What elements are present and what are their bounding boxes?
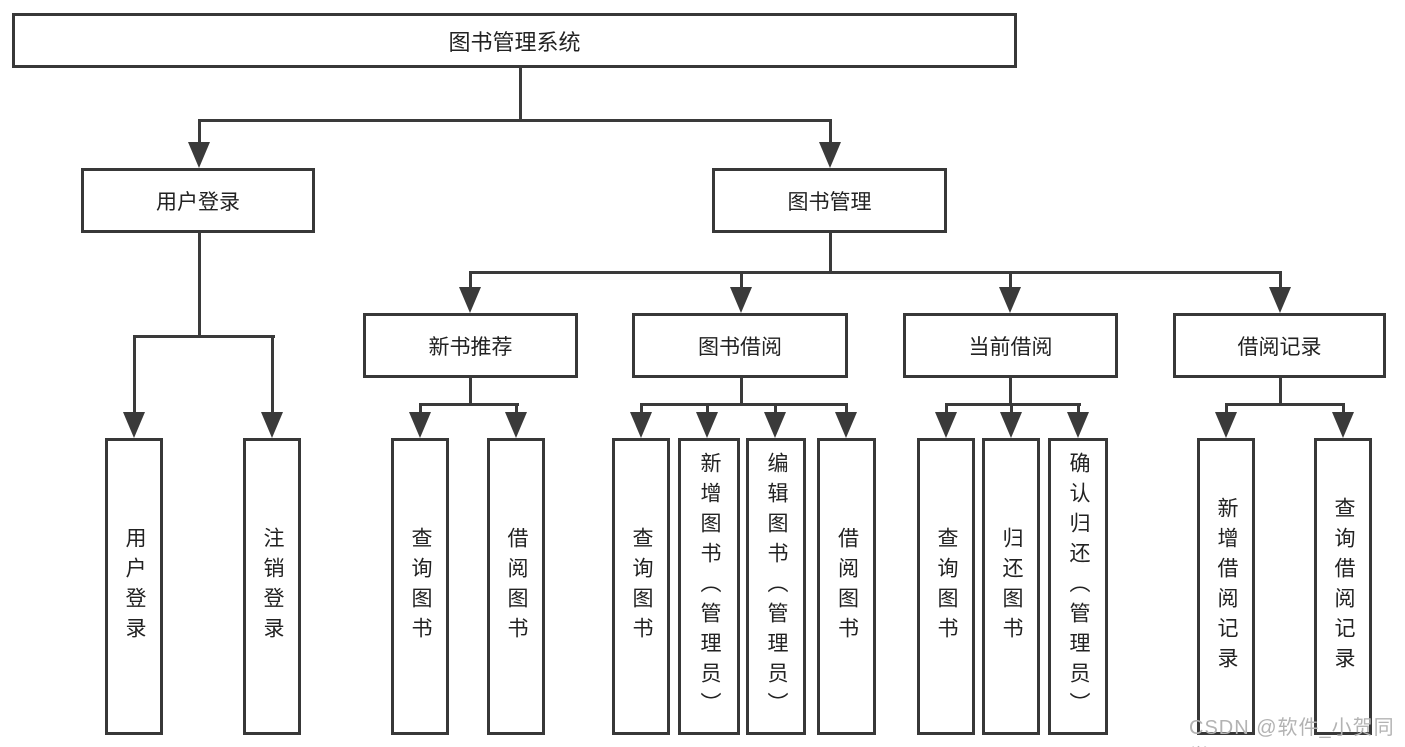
- node-user-login: 用户登录: [81, 168, 315, 233]
- connector-line: [419, 403, 519, 406]
- leaf-current-query-label: 查询图书: [935, 526, 958, 647]
- leaf-user-login: 用户登录: [105, 438, 163, 735]
- arrow-down-icon: [935, 412, 957, 438]
- arrow-down-icon: [730, 287, 752, 313]
- connector-line: [774, 403, 777, 414]
- leaf-borrowing-query-label: 查询图书: [630, 526, 653, 647]
- arrow-down-icon: [1269, 287, 1291, 313]
- node-current-borrowing: 当前借阅: [903, 313, 1118, 378]
- leaf-logout: 注销登录: [243, 438, 301, 735]
- node-user-login-label: 用户登录: [156, 190, 240, 214]
- leaf-borrowing-add-label: 新增图书（管理员）: [698, 451, 721, 722]
- node-book-borrowing-label: 图书借阅: [698, 335, 782, 359]
- leaf-current-return-label: 归还图书: [1000, 526, 1023, 647]
- connector-line: [945, 403, 1081, 406]
- arrow-down-icon: [505, 412, 527, 438]
- arrow-down-icon: [696, 412, 718, 438]
- arrow-down-icon: [409, 412, 431, 438]
- connector-line: [740, 271, 743, 289]
- arrow-down-icon: [1332, 412, 1354, 438]
- leaf-records-add-label: 新增借阅记录: [1215, 496, 1238, 677]
- connector-line: [1225, 403, 1228, 414]
- leaf-borrowing-add: 新增图书（管理员）: [678, 438, 740, 735]
- leaf-current-return: 归还图书: [982, 438, 1040, 735]
- leaf-records-query: 查询借阅记录: [1314, 438, 1372, 735]
- node-new-book-recommend: 新书推荐: [363, 313, 578, 378]
- leaf-current-query: 查询图书: [917, 438, 975, 735]
- connector-line: [945, 403, 948, 414]
- node-borrowing-records: 借阅记录: [1173, 313, 1386, 378]
- connector-line: [271, 335, 274, 414]
- leaf-current-confirm-return-label: 确认归还（管理员）: [1067, 451, 1090, 722]
- arrow-down-icon: [261, 412, 283, 438]
- arrow-down-icon: [835, 412, 857, 438]
- leaf-borrowing-edit: 编辑图书（管理员）: [746, 438, 806, 735]
- node-book-management-label: 图书管理: [787, 190, 872, 214]
- leaf-newbook-query-label: 查询图书: [409, 526, 432, 647]
- leaf-borrowing-query: 查询图书: [612, 438, 670, 735]
- leaf-newbook-borrow: 借阅图书: [487, 438, 545, 735]
- arrow-down-icon: [764, 412, 786, 438]
- connector-line: [469, 377, 472, 406]
- arrow-down-icon: [630, 412, 652, 438]
- connector-line: [640, 403, 848, 406]
- connector-line: [1225, 403, 1345, 406]
- connector-line: [640, 403, 643, 414]
- connector-line: [829, 232, 832, 274]
- arrow-down-icon: [1067, 412, 1089, 438]
- leaf-newbook-query: 查询图书: [391, 438, 449, 735]
- arrow-down-icon: [188, 142, 210, 168]
- connector-line: [740, 377, 743, 406]
- connector-line: [1009, 271, 1012, 289]
- connector-line: [1009, 377, 1012, 406]
- connector-line: [1010, 403, 1013, 414]
- leaf-newbook-borrow-label: 借阅图书: [505, 526, 528, 647]
- connector-line: [706, 403, 709, 414]
- connector-line: [419, 403, 422, 414]
- connector-line: [1077, 403, 1080, 414]
- connector-line: [198, 119, 832, 122]
- arrow-down-icon: [1215, 412, 1237, 438]
- connector-line: [133, 335, 275, 338]
- connector-line: [198, 119, 201, 144]
- connector-line: [515, 403, 518, 414]
- arrow-down-icon: [123, 412, 145, 438]
- leaf-borrowing-borrow-label: 借阅图书: [835, 526, 859, 647]
- node-book-borrowing: 图书借阅: [632, 313, 848, 378]
- leaf-records-query-label: 查询借阅记录: [1332, 496, 1355, 677]
- arrow-down-icon: [1000, 412, 1022, 438]
- node-borrowing-records-label: 借阅记录: [1237, 335, 1322, 359]
- leaf-borrowing-borrow: 借阅图书: [817, 438, 876, 735]
- connector-line: [133, 335, 136, 414]
- node-root: 图书管理系统: [12, 13, 1017, 68]
- arrow-down-icon: [999, 287, 1021, 313]
- node-current-borrowing-label: 当前借阅: [968, 335, 1053, 359]
- arrow-down-icon: [459, 287, 481, 313]
- connector-line: [469, 271, 472, 289]
- leaf-user-login-label: 用户登录: [123, 526, 146, 647]
- connector-line: [1279, 271, 1282, 289]
- connector-line: [198, 232, 201, 338]
- leaf-logout-label: 注销登录: [261, 526, 284, 647]
- connector-line: [829, 119, 832, 144]
- arrow-down-icon: [819, 142, 841, 168]
- leaf-records-add: 新增借阅记录: [1197, 438, 1255, 735]
- node-book-management: 图书管理: [712, 168, 947, 233]
- csdn-watermark: CSDN @软件_小贺同学: [1189, 717, 1395, 747]
- node-new-book-recommend-label: 新书推荐: [428, 335, 513, 359]
- leaf-borrowing-edit-label: 编辑图书（管理员）: [765, 451, 788, 722]
- connector-line: [1279, 377, 1282, 406]
- connector-line: [1342, 403, 1345, 414]
- leaf-current-confirm-return: 确认归还（管理员）: [1048, 438, 1108, 735]
- connector-line: [519, 67, 522, 121]
- connector-line: [845, 403, 848, 414]
- connector-line: [469, 271, 1282, 274]
- node-root-label: 图书管理系统: [448, 29, 581, 55]
